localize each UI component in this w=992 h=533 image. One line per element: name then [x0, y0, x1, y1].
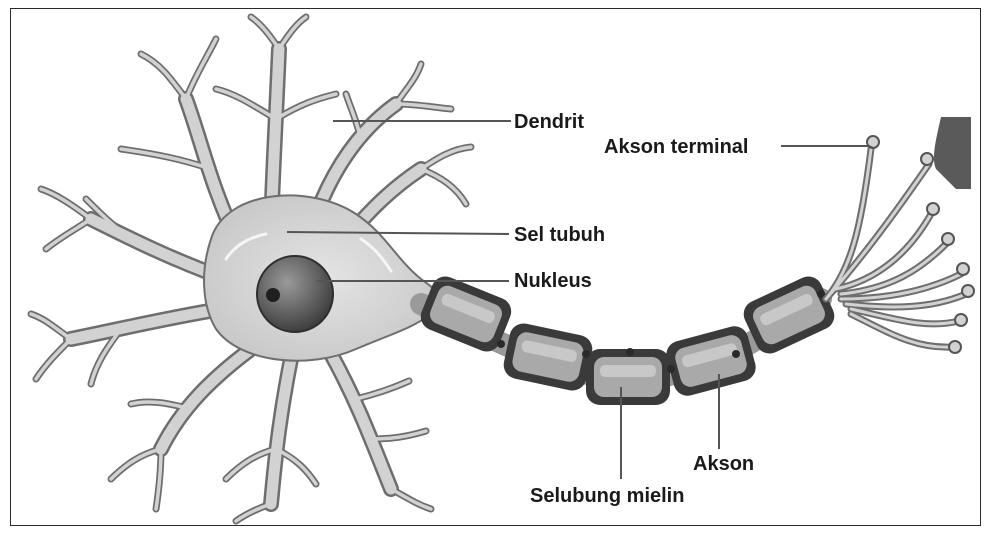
myelin-segment — [586, 349, 670, 405]
label-nukleus: Nukleus — [514, 270, 592, 292]
nucleus — [257, 256, 333, 332]
label-akson-terminal: Akson terminal — [604, 136, 748, 158]
akson-terminal-leader — [781, 146, 873, 148]
target-membrane — [934, 117, 971, 189]
axon-terminals — [826, 117, 974, 353]
label-sel-tubuh: Sel tubuh — [514, 224, 605, 246]
label-selubung-mielin: Selubung mielin — [530, 485, 684, 507]
myelin-segment — [663, 323, 759, 399]
myelin-segment — [501, 321, 595, 393]
diagram-frame: Dendrit Sel tubuh Nukleus Akson terminal… — [10, 8, 981, 526]
label-akson: Akson — [693, 453, 754, 475]
label-dendrit: Dendrit — [514, 111, 584, 133]
neuron-diagram: Dendrit Sel tubuh Nukleus Akson terminal… — [11, 9, 981, 526]
nucleolus — [266, 288, 280, 302]
myelin-segments — [417, 272, 839, 405]
